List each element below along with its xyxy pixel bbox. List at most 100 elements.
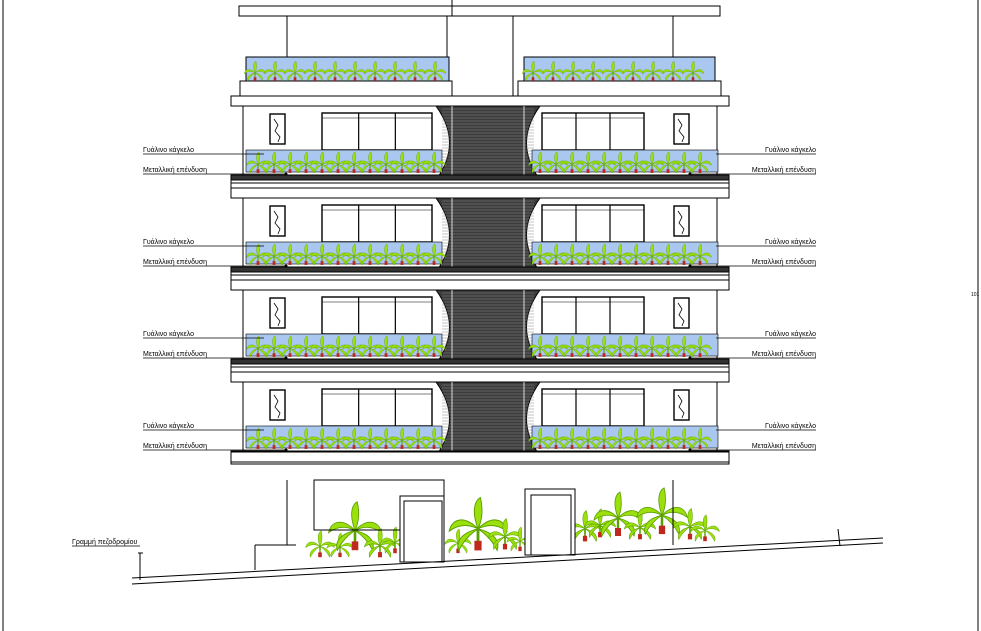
plant bbox=[422, 243, 446, 266]
plant-leaf bbox=[619, 256, 629, 266]
plant-leaf bbox=[374, 160, 387, 166]
plant-leaf bbox=[409, 164, 419, 174]
plant bbox=[262, 151, 286, 174]
plant-leaf bbox=[619, 164, 629, 174]
plant-leaf bbox=[272, 335, 276, 349]
plant-leaf bbox=[313, 60, 317, 74]
plant-pot bbox=[352, 261, 356, 265]
glass-railing-label: Γυάλινο κάγκελο bbox=[143, 330, 194, 338]
plant-pot bbox=[320, 445, 324, 449]
leader-dot bbox=[688, 356, 692, 360]
plant-leaf bbox=[688, 436, 701, 442]
plant-leaf bbox=[256, 335, 260, 349]
plant-leaf bbox=[337, 256, 347, 266]
plant-leaf bbox=[699, 348, 709, 358]
ground-slab bbox=[230, 451, 730, 463]
plant-leaf bbox=[643, 256, 653, 266]
plant-leaf bbox=[373, 60, 377, 74]
plant-pot bbox=[288, 261, 292, 265]
plant-leaf bbox=[531, 348, 541, 358]
plant-pot bbox=[304, 261, 308, 265]
plant bbox=[358, 151, 382, 174]
plant-leaf bbox=[691, 60, 695, 74]
plant-leaf bbox=[400, 243, 404, 257]
plant-leaf bbox=[321, 256, 331, 266]
plant-leaf bbox=[544, 160, 557, 166]
side-window-pattern bbox=[273, 394, 281, 419]
plant-leaf bbox=[571, 164, 581, 174]
plant-leaf bbox=[352, 243, 356, 257]
plant-leaf bbox=[563, 164, 573, 174]
plant-leaf bbox=[288, 151, 292, 165]
plant bbox=[688, 335, 712, 358]
metal-cladding-label: Μεταλλική επένδυση bbox=[143, 350, 207, 358]
plant-leaf bbox=[278, 436, 291, 442]
plant-leaf bbox=[579, 348, 589, 358]
plant-leaf bbox=[624, 436, 637, 442]
plant-leaf bbox=[692, 69, 705, 75]
glass-railing-label: Γυάλινο κάγκελο bbox=[143, 238, 194, 246]
plant-leaf bbox=[608, 252, 621, 258]
plant-pot bbox=[650, 169, 654, 173]
plant bbox=[305, 530, 335, 558]
plant-leaf bbox=[297, 440, 307, 450]
plant-leaf bbox=[652, 72, 661, 82]
plant-pot bbox=[333, 77, 337, 81]
plant-leaf bbox=[393, 256, 403, 266]
plant-leaf bbox=[547, 164, 557, 174]
plant-leaf bbox=[563, 256, 573, 266]
plant-leaf bbox=[699, 256, 709, 266]
plant-leaf bbox=[618, 335, 622, 349]
plant-pot bbox=[666, 445, 670, 449]
plant-leaf bbox=[368, 545, 381, 558]
plant-pot bbox=[538, 445, 542, 449]
plant-leaf bbox=[321, 348, 331, 358]
plant-leaf bbox=[352, 427, 356, 441]
plant-leaf bbox=[289, 256, 299, 266]
window bbox=[321, 204, 433, 243]
plant-leaf bbox=[652, 69, 665, 75]
plant-pot bbox=[320, 261, 324, 265]
leader-dot bbox=[688, 448, 692, 452]
plant-pot bbox=[432, 169, 436, 173]
plant-leaf bbox=[628, 527, 641, 540]
plant bbox=[406, 427, 430, 450]
plant-leaf bbox=[592, 72, 601, 82]
plant-leaf bbox=[336, 151, 340, 165]
plant-leaf bbox=[273, 164, 283, 174]
plant-leaf bbox=[595, 164, 605, 174]
plant-leaf bbox=[555, 164, 565, 174]
plant-leaf bbox=[672, 72, 681, 82]
plant-leaf bbox=[433, 256, 443, 266]
plant-leaf bbox=[385, 164, 395, 174]
plant bbox=[327, 501, 383, 552]
plant-leaf bbox=[688, 252, 701, 258]
plant-leaf bbox=[400, 335, 404, 349]
plant-leaf bbox=[554, 427, 558, 441]
plant-leaf bbox=[288, 427, 292, 441]
plant-pot bbox=[611, 77, 615, 81]
plant-leaf bbox=[602, 151, 606, 165]
plant-leaf bbox=[401, 164, 411, 174]
plant-leaf bbox=[262, 160, 275, 166]
plant-pot bbox=[373, 77, 377, 81]
plant-leaf bbox=[688, 160, 701, 166]
plant-leaf bbox=[661, 69, 674, 75]
plant-pot bbox=[618, 445, 622, 449]
plant-leaf bbox=[525, 72, 534, 82]
plant-leaf bbox=[414, 69, 427, 75]
plant-leaf bbox=[651, 256, 661, 266]
plant-leaf bbox=[422, 252, 435, 258]
plant-leaf bbox=[571, 440, 581, 450]
plant-leaf bbox=[326, 252, 339, 258]
plant-leaf bbox=[393, 164, 403, 174]
plant-pot bbox=[618, 353, 622, 357]
plant-leaf bbox=[369, 440, 379, 450]
plant bbox=[672, 335, 696, 358]
plant-leaf bbox=[634, 243, 638, 257]
plant-pot bbox=[554, 261, 558, 265]
plant-pot bbox=[336, 261, 340, 265]
plant-leaf bbox=[563, 348, 573, 358]
plant-pot bbox=[384, 169, 388, 173]
